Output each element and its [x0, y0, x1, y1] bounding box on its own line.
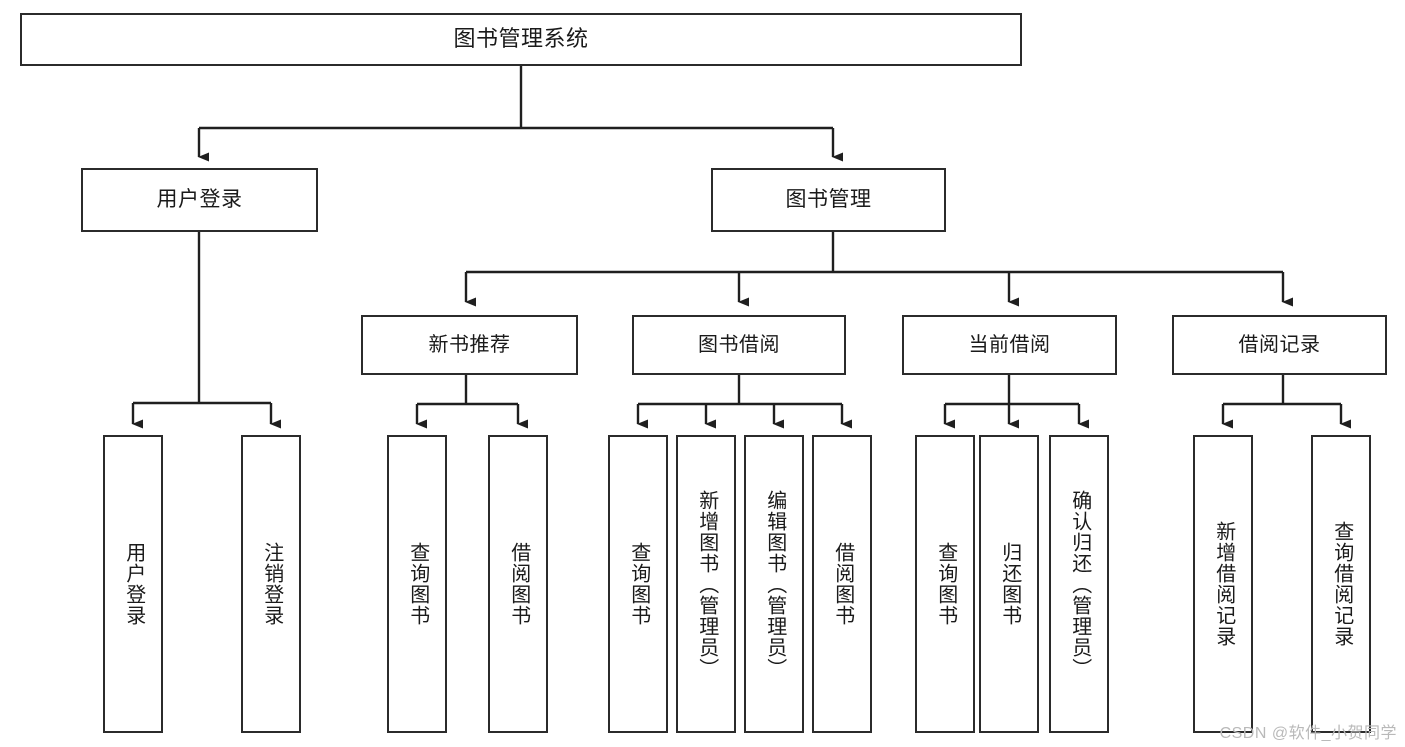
node-label: 查询图书	[934, 542, 957, 626]
leaf-borrow-edit-book-admin[interactable]: 编辑图书（管理员）	[744, 435, 804, 733]
leaf-current-query-book[interactable]: 查询图书	[915, 435, 975, 733]
node-label: 借阅图书	[507, 542, 530, 626]
leaf-recommend-query-book[interactable]: 查询图书	[387, 435, 447, 733]
leaf-recommend-borrow-book[interactable]: 借阅图书	[488, 435, 548, 733]
node-new-book-recommend[interactable]: 新书推荐	[361, 315, 578, 375]
node-label: 查询借阅记录	[1330, 521, 1353, 647]
node-book-borrow[interactable]: 图书借阅	[632, 315, 846, 375]
leaf-borrow-add-book-admin[interactable]: 新增图书（管理员）	[676, 435, 736, 733]
leaf-borrow-query-book[interactable]: 查询图书	[608, 435, 668, 733]
node-label: 借阅图书	[831, 542, 854, 626]
node-label: 归还图书	[998, 542, 1021, 626]
node-label: 新书推荐	[428, 334, 511, 356]
node-borrow-records[interactable]: 借阅记录	[1172, 315, 1387, 375]
node-label: 图书管理系统	[453, 26, 589, 52]
node-current-borrow[interactable]: 当前借阅	[902, 315, 1117, 375]
node-label: 编辑图书（管理员）	[763, 489, 786, 679]
node-label: 查询图书	[406, 542, 429, 626]
node-user-login[interactable]: 用户登录	[81, 168, 318, 232]
node-book-management[interactable]: 图书管理	[711, 168, 946, 232]
node-label: 当前借阅	[968, 334, 1051, 356]
node-label: 新增借阅记录	[1212, 521, 1235, 647]
leaf-records-query-record[interactable]: 查询借阅记录	[1311, 435, 1371, 733]
leaf-current-return-book[interactable]: 归还图书	[979, 435, 1039, 733]
node-label: 用户登录	[122, 542, 145, 626]
node-label: 借阅记录	[1238, 334, 1321, 356]
node-label: 图书管理	[785, 188, 872, 212]
node-label: 用户登录	[156, 188, 243, 212]
node-label: 查询图书	[627, 542, 650, 626]
node-label: 图书借阅	[698, 334, 780, 356]
node-label: 确认归还（管理员）	[1068, 489, 1091, 679]
leaf-current-confirm-return-admin[interactable]: 确认归还（管理员）	[1049, 435, 1109, 733]
node-label: 注销登录	[260, 542, 283, 626]
node-root-book-management-system[interactable]: 图书管理系统	[20, 13, 1022, 66]
leaf-records-add-record[interactable]: 新增借阅记录	[1193, 435, 1253, 733]
leaf-user-login-login[interactable]: 用户登录	[103, 435, 163, 733]
leaf-user-login-logout[interactable]: 注销登录	[241, 435, 301, 733]
leaf-borrow-borrow-book[interactable]: 借阅图书	[812, 435, 872, 733]
node-label: 新增图书（管理员）	[695, 489, 718, 679]
